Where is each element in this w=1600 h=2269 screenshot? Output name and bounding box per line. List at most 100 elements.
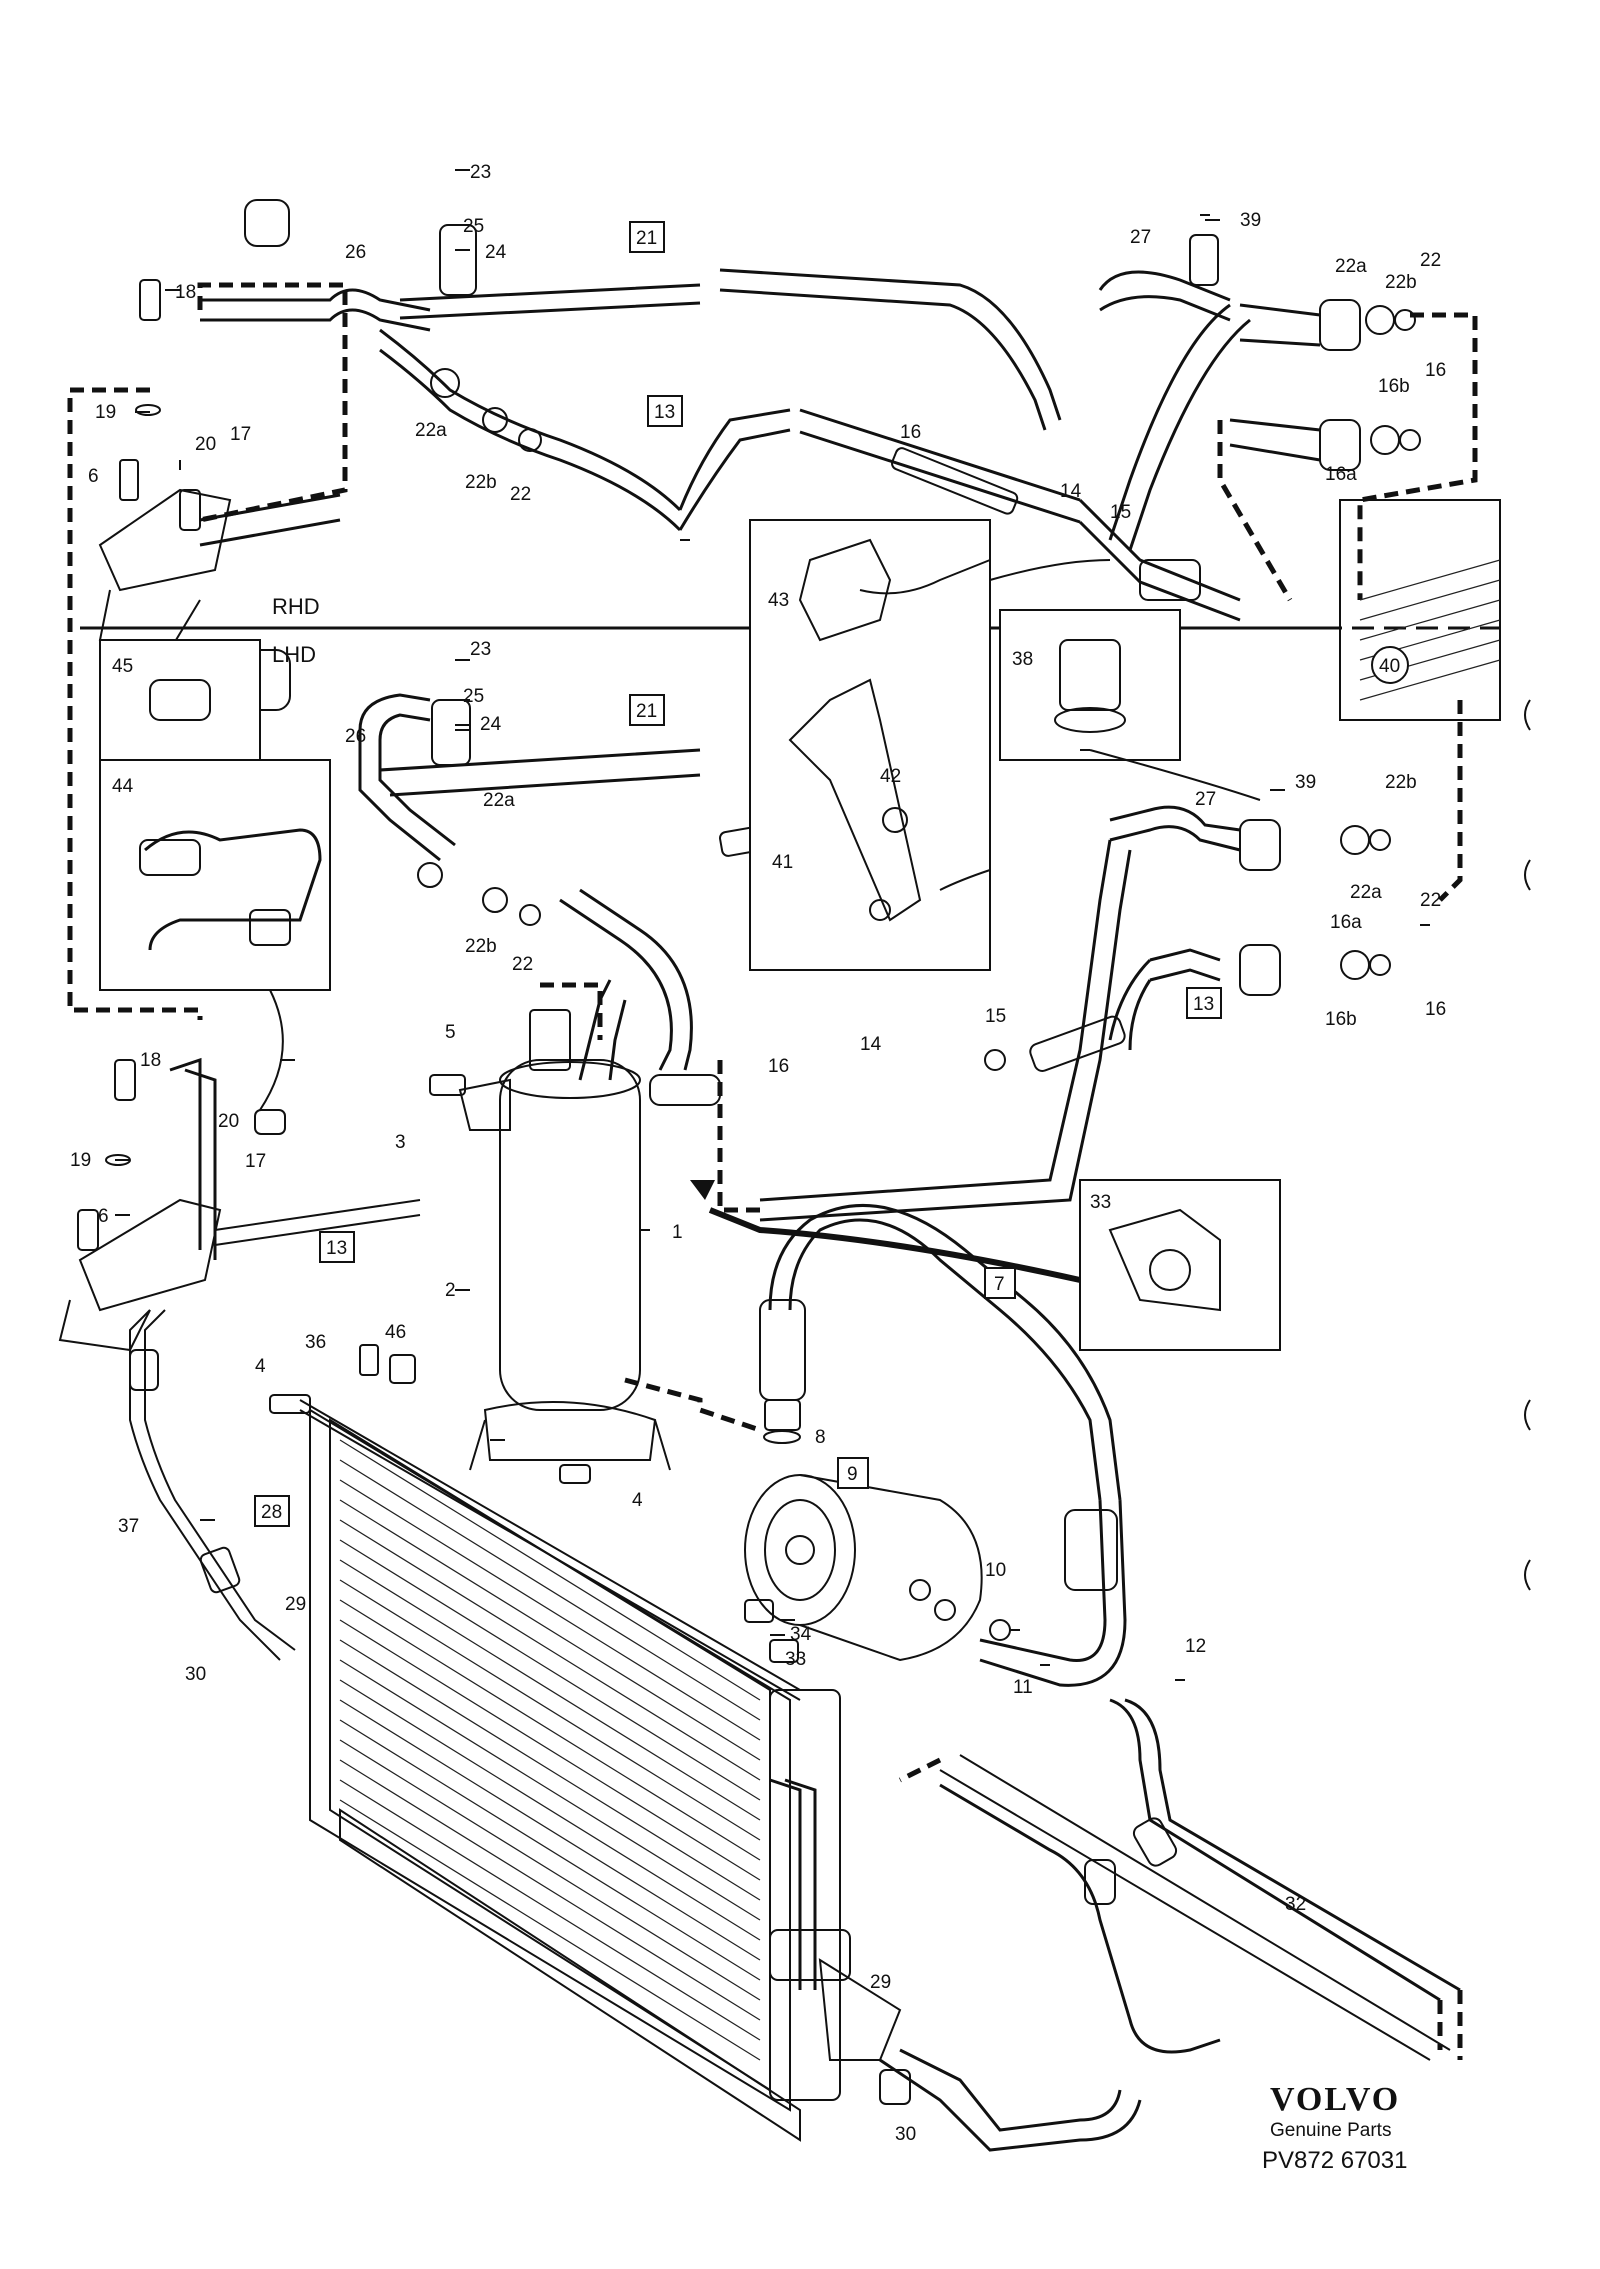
label-15-lhd: 15 bbox=[985, 1006, 1006, 1027]
label-2: 2 bbox=[445, 1280, 456, 1301]
condenser-fins bbox=[339, 1439, 761, 2061]
rhd-hose-assembly bbox=[197, 199, 1478, 622]
boxed-7: 7 bbox=[994, 1274, 1005, 1295]
lower-liquid-line bbox=[818, 1698, 1463, 2152]
label-29-left: 29 bbox=[285, 1594, 306, 1615]
inset-38 bbox=[999, 609, 1181, 761]
label-4-left: 4 bbox=[255, 1356, 266, 1377]
label-12: 12 bbox=[1185, 1636, 1206, 1657]
label-30-right: 30 bbox=[895, 2124, 916, 2145]
label-5: 5 bbox=[445, 1022, 456, 1043]
label-39-rhd: 39 bbox=[1240, 210, 1261, 231]
label-20-rhd: 20 bbox=[195, 434, 216, 455]
label-22b-lhd-right: 22b bbox=[1385, 772, 1417, 793]
inset-label-38: 38 bbox=[1012, 649, 1033, 670]
compressor bbox=[744, 1203, 1127, 1687]
inset-44 bbox=[99, 759, 331, 991]
label-26-rhd: 26 bbox=[345, 242, 366, 263]
label-24-rhd: 24 bbox=[485, 242, 507, 263]
rhd-label: RHD bbox=[272, 594, 320, 619]
label-19-lhd: 19 bbox=[70, 1150, 91, 1171]
inset-label-44: 44 bbox=[112, 776, 134, 797]
label-6-lhd: 6 bbox=[98, 1206, 109, 1227]
label-22b-rhd: 22b bbox=[465, 472, 497, 493]
inset-label-45: 45 bbox=[112, 656, 133, 677]
label-6-rhd: 6 bbox=[88, 466, 99, 487]
label-22b-lhd: 22b bbox=[465, 936, 497, 957]
inset-label-41: 41 bbox=[772, 852, 793, 873]
condenser bbox=[269, 1344, 851, 2142]
label-3: 3 bbox=[395, 1132, 406, 1153]
part-number-labels: 23 25 26 24 18 19 20 17 6 22a 22b 22 16 … bbox=[70, 162, 1446, 2145]
label-18-lhd: 18 bbox=[140, 1050, 161, 1071]
inset-33 bbox=[1079, 1179, 1281, 1351]
label-16a-rhd-right: 16a bbox=[1325, 464, 1357, 485]
label-16-rhd: 16 bbox=[900, 422, 921, 443]
label-23-rhd: 23 bbox=[470, 162, 491, 183]
inset-40 bbox=[1339, 499, 1501, 721]
label-27-lhd: 27 bbox=[1195, 789, 1216, 810]
label-17-rhd: 17 bbox=[230, 424, 251, 445]
diagram-reference: PV872 67031 bbox=[1262, 2147, 1407, 2174]
margin-marks bbox=[1524, 699, 1531, 1591]
leader-lines bbox=[115, 169, 1430, 1681]
boxed-callouts: 21 13 21 13 13 7 9 28 40 bbox=[254, 221, 1409, 1527]
brand-block: VOLVO Genuine Parts PV872 67031 bbox=[1262, 2081, 1407, 2174]
label-32: 32 bbox=[1285, 1894, 1306, 1915]
label-16-lhd: 16 bbox=[768, 1056, 789, 1077]
label-22a-rhd: 22a bbox=[415, 420, 447, 441]
inset-label-43: 43 bbox=[768, 590, 789, 611]
label-8: 8 bbox=[815, 1427, 826, 1448]
label-22a-lhd: 22a bbox=[483, 790, 515, 811]
label-24-lhd: 24 bbox=[480, 714, 502, 735]
boxed-9: 9 bbox=[847, 1464, 858, 1485]
lhd-bracket-assembly bbox=[58, 1057, 421, 1661]
inset-45 bbox=[99, 639, 261, 761]
label-27-rhd: 27 bbox=[1130, 227, 1151, 248]
boxed-28: 28 bbox=[261, 1502, 282, 1523]
label-20-lhd: 20 bbox=[218, 1111, 239, 1132]
label-25-rhd: 25 bbox=[463, 216, 484, 237]
label-25-lhd: 25 bbox=[463, 686, 484, 707]
label-1: 1 bbox=[672, 1222, 683, 1243]
inset-numbers: 45 44 33 38 43 41 42 bbox=[112, 590, 1111, 1213]
label-22-rhd-right: 22 bbox=[1420, 250, 1441, 271]
label-29-right: 29 bbox=[870, 1972, 891, 1993]
label-16-rhd-right: 16 bbox=[1425, 360, 1446, 381]
label-22a-rhd-right: 22a bbox=[1335, 256, 1367, 277]
label-34: 33 bbox=[785, 1649, 806, 1670]
boxed-13-lhd-left: 13 bbox=[326, 1238, 347, 1259]
boxed-13-rhd: 13 bbox=[654, 402, 675, 423]
label-16a-lhd-right: 16a bbox=[1330, 912, 1362, 933]
receiver-drier bbox=[429, 979, 761, 1484]
label-46: 46 bbox=[385, 1322, 406, 1343]
inset-41-42-43 bbox=[749, 519, 991, 971]
label-17-lhd: 17 bbox=[245, 1151, 266, 1172]
label-22-rhd: 22 bbox=[510, 484, 531, 505]
lhd-label: LHD bbox=[272, 642, 316, 667]
inset-label-42: 42 bbox=[880, 766, 901, 787]
label-26-lhd: 26 bbox=[345, 726, 366, 747]
inset-label-33: 33 bbox=[1090, 1192, 1111, 1213]
label-22a-lhd-right: 22a bbox=[1350, 882, 1382, 903]
label-30-left: 30 bbox=[185, 1664, 206, 1685]
rhd-bracket-assembly bbox=[67, 279, 341, 1020]
label-10: 10 bbox=[985, 1560, 1006, 1581]
label-4-right: 4 bbox=[632, 1490, 643, 1511]
label-11: 11 bbox=[1013, 1677, 1033, 1698]
brand-tagline: Genuine Parts bbox=[1270, 2120, 1391, 2141]
label-16b-lhd-right: 16b bbox=[1325, 1009, 1357, 1030]
label-14-rhd: 14 bbox=[1060, 481, 1082, 502]
label-16b-rhd-right: 16b bbox=[1378, 376, 1410, 397]
label-14-lhd: 14 bbox=[860, 1034, 882, 1055]
label-35: 34 bbox=[790, 1624, 812, 1645]
label-22-lhd-right: 22 bbox=[1420, 890, 1441, 911]
label-22-lhd: 22 bbox=[512, 954, 533, 975]
label-15-rhd: 15 bbox=[1110, 502, 1131, 523]
label-36: 36 bbox=[305, 1332, 326, 1353]
label-37: 37 bbox=[118, 1516, 139, 1537]
label-39-lhd: 39 bbox=[1295, 772, 1316, 793]
label-23-lhd: 23 bbox=[470, 639, 491, 660]
